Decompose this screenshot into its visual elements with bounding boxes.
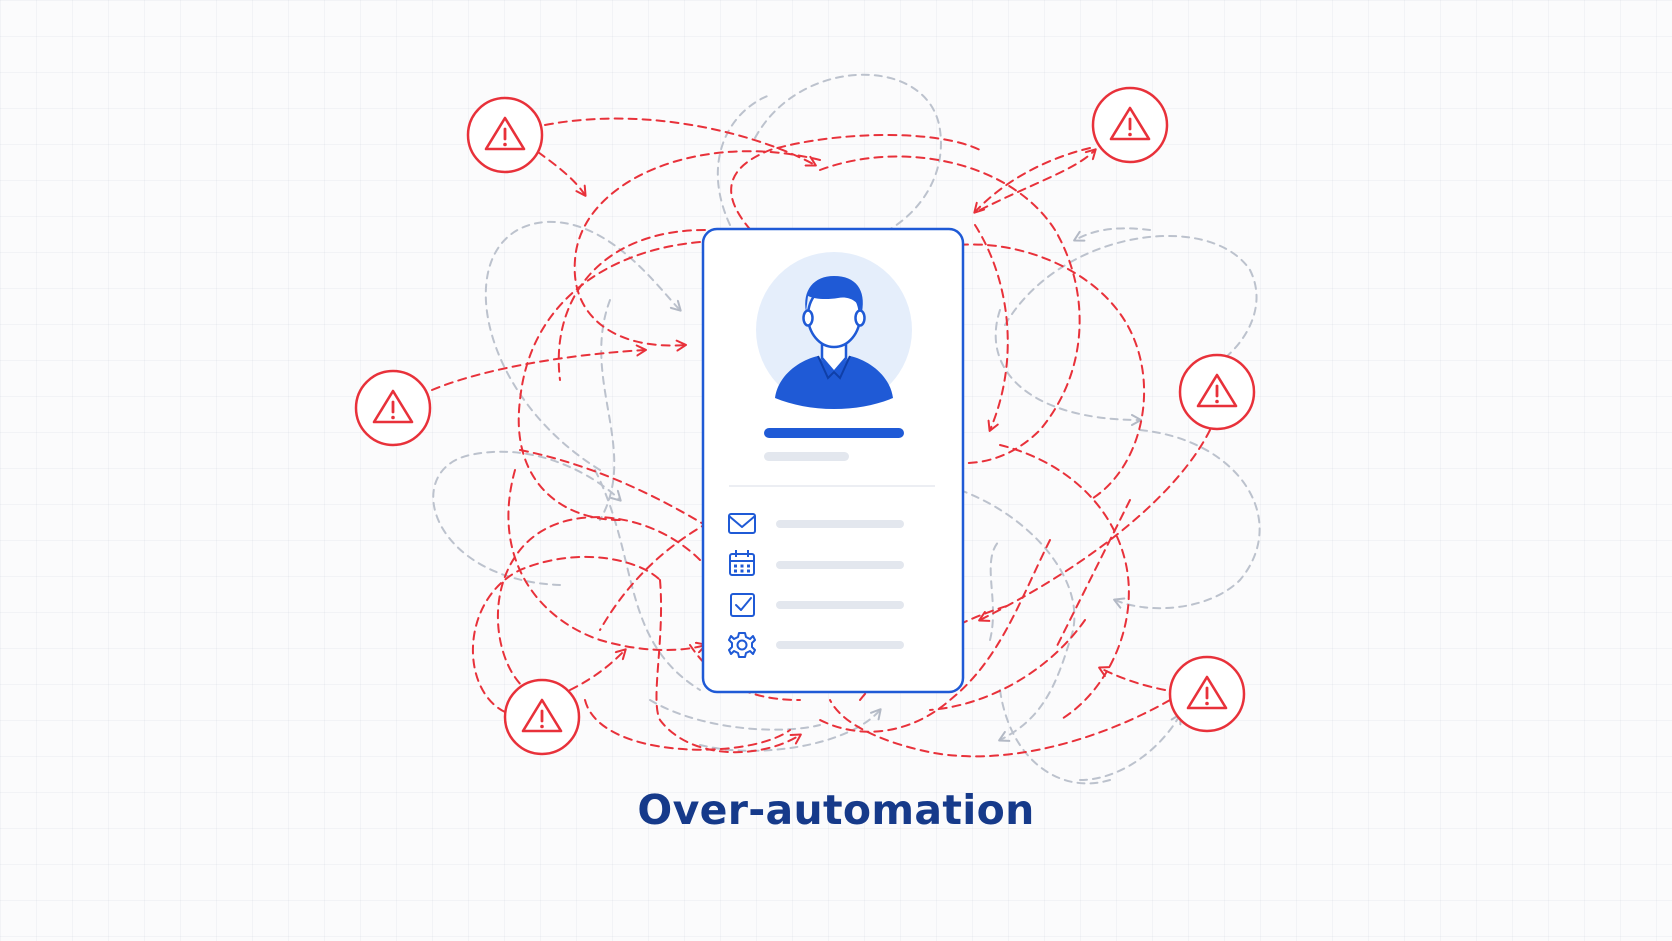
red-connector: [544, 117, 817, 167]
gray-connector: [484, 220, 682, 471]
red-connector: [517, 241, 701, 521]
alert-nodes: [354, 86, 1256, 756]
card-row-checkbox: [730, 593, 904, 617]
gray-connector: [994, 309, 1142, 426]
gray-connector: [1004, 235, 1258, 367]
alert-node-top-right: [1091, 86, 1169, 164]
gray-connector: [716, 94, 771, 226]
gray-connector: [1113, 429, 1261, 610]
gray-connector: [649, 699, 821, 731]
gray-connector: [989, 539, 1001, 641]
gray-connector: [959, 489, 1076, 742]
red-connector: [1098, 666, 1166, 691]
red-connector: [999, 444, 1130, 721]
red-connector: [497, 516, 701, 696]
card-row-mail: [728, 513, 904, 534]
alert-node-bottom-right: [1168, 655, 1246, 733]
red-connector: [973, 147, 1091, 214]
red-connector: [537, 151, 587, 197]
gray-connector: [1079, 713, 1182, 781]
red-connector: [471, 555, 661, 713]
gray-connector: [599, 299, 616, 521]
gray-connector: [594, 469, 701, 691]
red-connector: [819, 155, 1081, 465]
red-connector: [573, 150, 821, 352]
alert-node-bottom-left: [503, 678, 581, 756]
person-avatar-icon: [756, 252, 912, 409]
gear-icon: [728, 632, 756, 658]
red-connector: [730, 134, 981, 241]
name-placeholder-bar: [764, 428, 904, 438]
red-connector: [829, 699, 1171, 758]
row-placeholder-bar: [776, 561, 904, 569]
alert-node-top-left: [466, 96, 544, 174]
warning-icon: [484, 116, 526, 151]
red-connector: [655, 579, 802, 754]
red-connector: [507, 469, 707, 654]
gray-connector: [1073, 227, 1151, 242]
diagram-caption: Over-automation: [637, 786, 1035, 834]
gray-connector: [999, 689, 1111, 785]
mail-icon: [728, 513, 756, 534]
alert-node-left: [354, 369, 432, 447]
red-connector: [599, 499, 761, 631]
red-connector: [557, 229, 706, 381]
red-connector-loops: [431, 117, 1211, 758]
red-connector: [959, 243, 1146, 501]
subtitle-placeholder-bar: [764, 452, 849, 461]
warning-icon: [1186, 675, 1228, 710]
row-placeholder-bar: [776, 641, 904, 649]
card-row-calendar: [729, 550, 904, 576]
red-connector: [569, 648, 627, 691]
warning-icon: [372, 389, 414, 424]
red-connector: [974, 224, 1009, 432]
warning-icon: [1109, 106, 1151, 141]
calendar-icon: [729, 550, 755, 576]
alert-node-right: [1178, 353, 1256, 431]
checkbox-icon: [730, 593, 755, 617]
red-connector: [819, 539, 1051, 733]
warning-icon: [1196, 373, 1238, 408]
red-connector: [584, 699, 791, 751]
red-connector: [689, 644, 801, 701]
red-connector: [1054, 499, 1131, 651]
warning-icon: [521, 698, 563, 733]
red-connector: [929, 619, 1086, 711]
red-connector: [978, 429, 1211, 622]
card-row-settings: [728, 632, 904, 658]
red-connector: [979, 148, 1097, 211]
row-placeholder-bar: [776, 601, 904, 609]
gray-connector: [432, 450, 622, 586]
profile-card: [701, 227, 965, 694]
row-placeholder-bar: [776, 520, 904, 528]
gray-connector: [699, 708, 882, 752]
red-connector: [431, 344, 647, 391]
